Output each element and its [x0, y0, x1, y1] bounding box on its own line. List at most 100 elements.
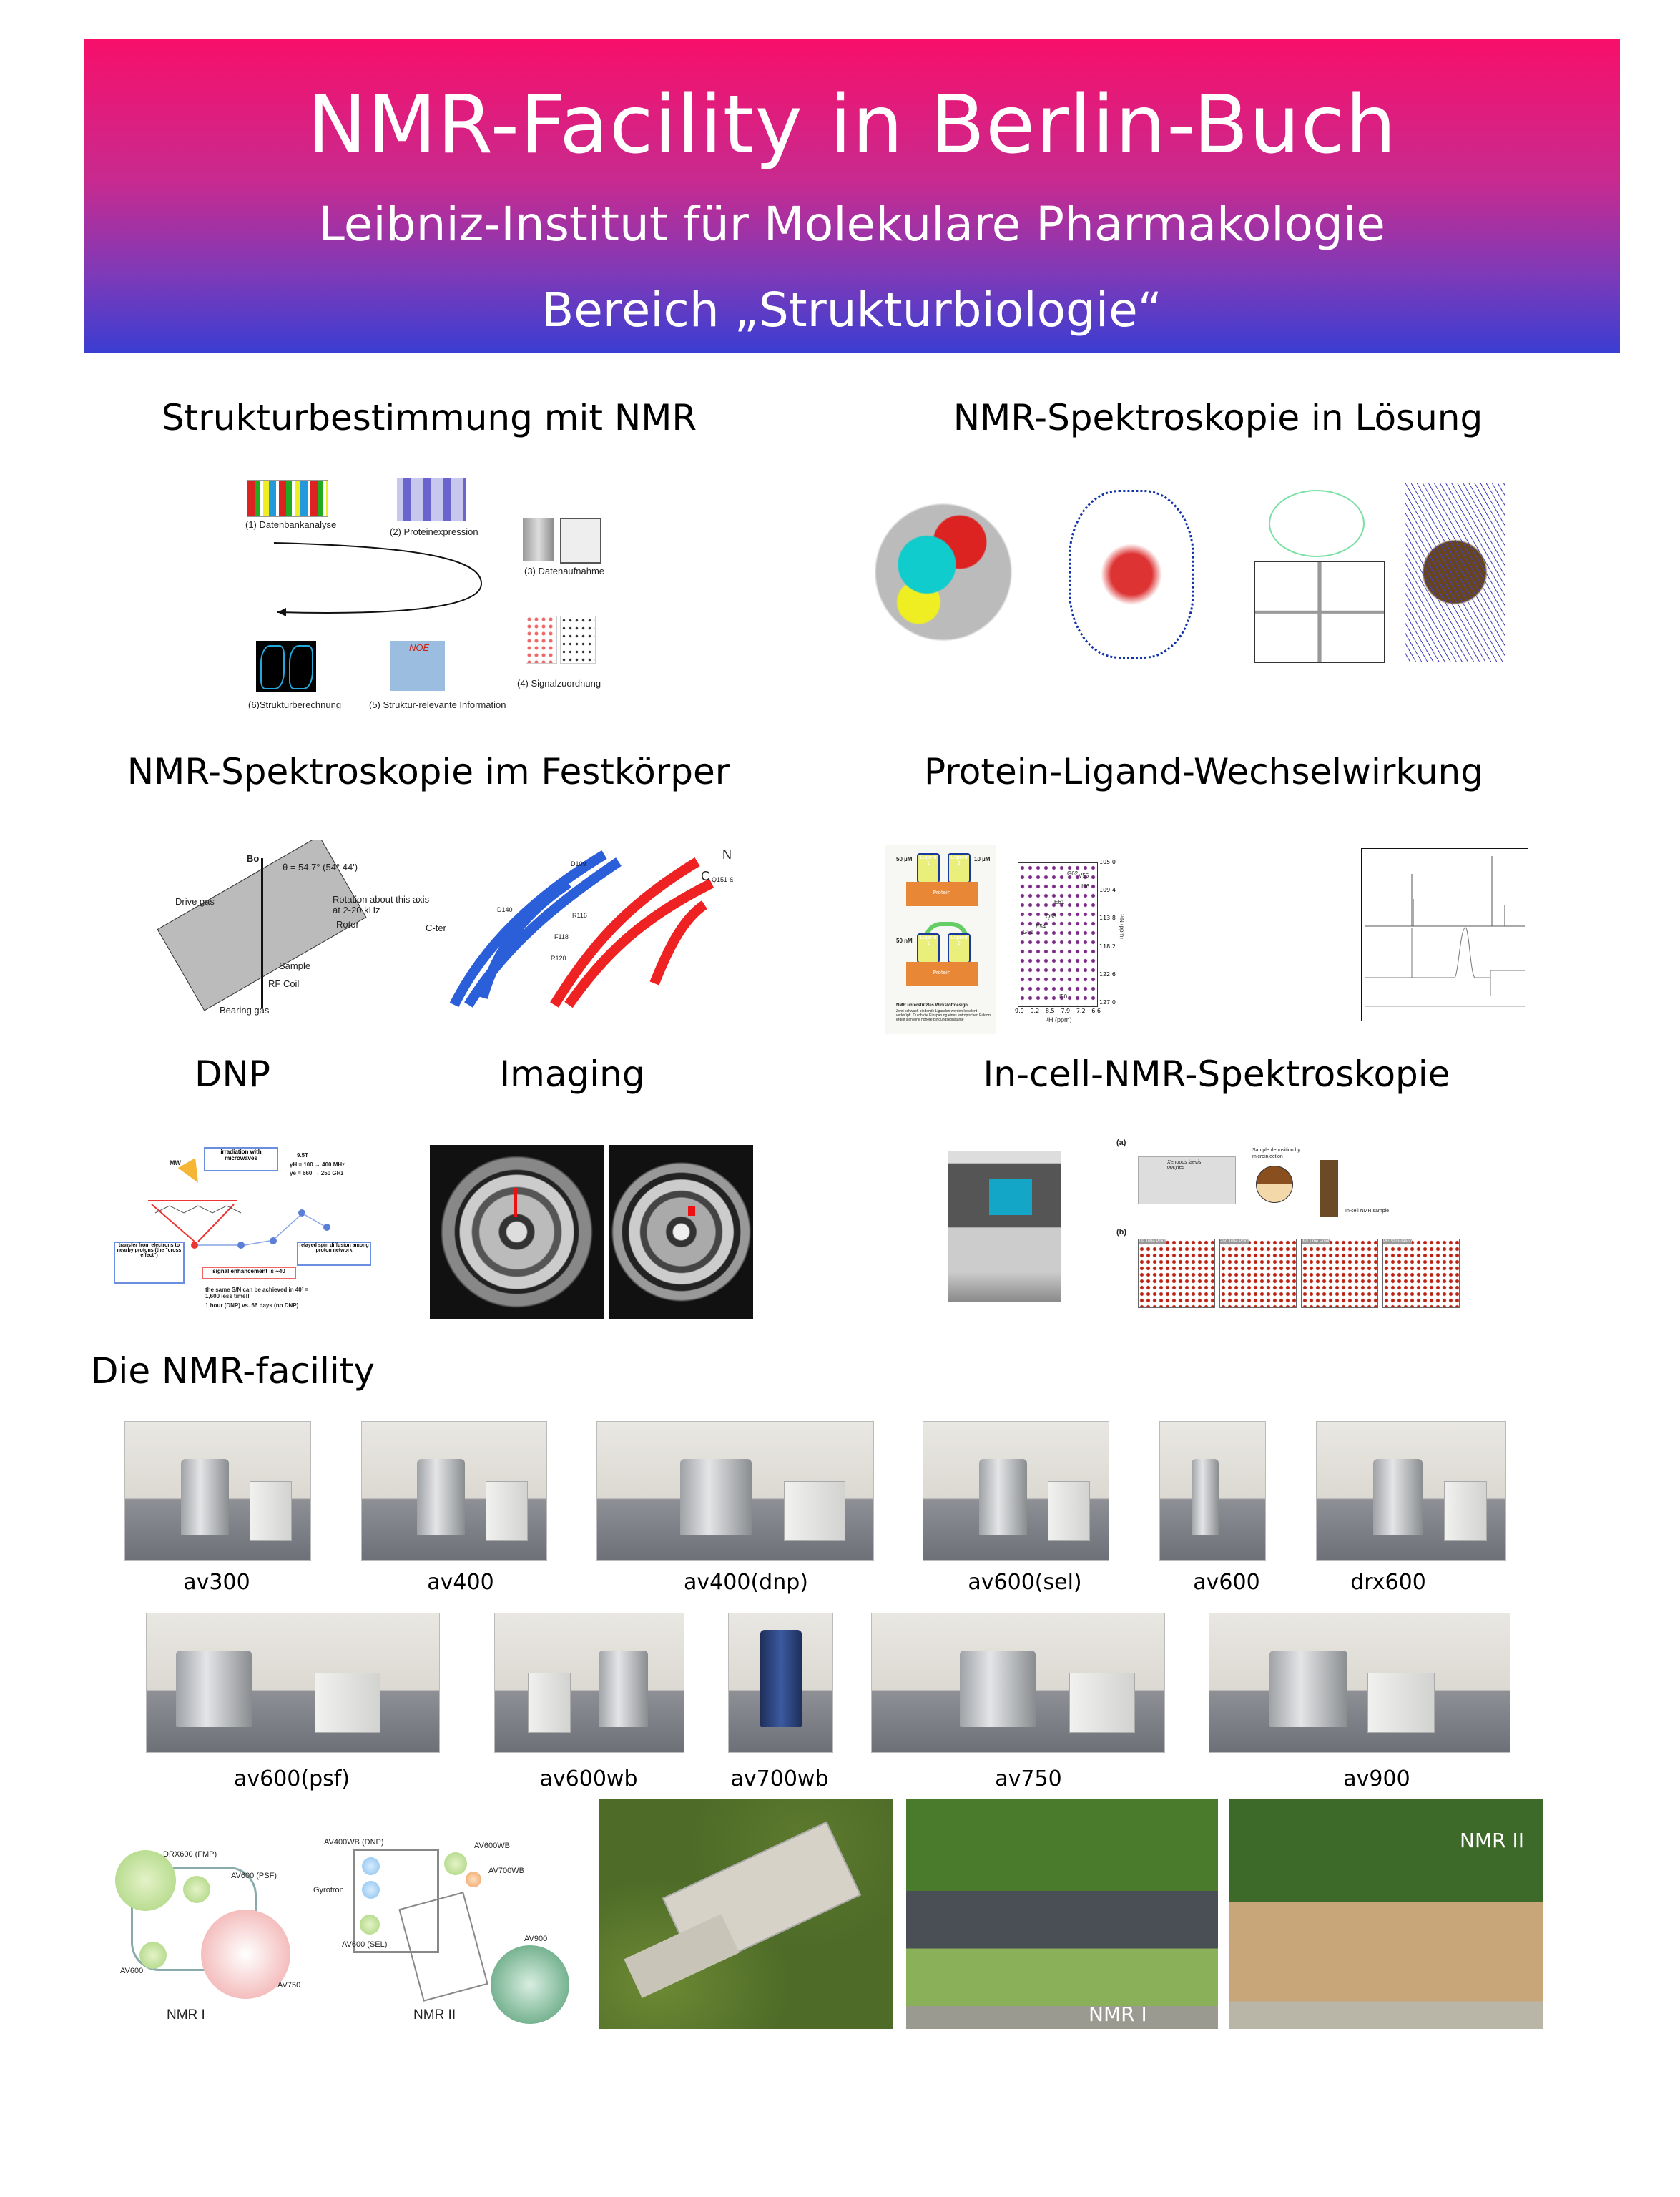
photo-av600sel	[923, 1421, 1109, 1561]
diagram-label: R116	[572, 912, 587, 919]
poster-header: NMR-Facility in Berlin-Buch Leibniz-Inst…	[84, 39, 1620, 353]
tick-label: 8.5	[1045, 1008, 1055, 1014]
magnet-zone	[491, 1945, 569, 2024]
step-label: (3) Datenaufnahme	[524, 566, 605, 576]
structure-stereo-image	[256, 641, 316, 692]
deposition-label: Sample deposition by microinjection	[1252, 1148, 1300, 1159]
oocyte-diagram	[1256, 1166, 1293, 1203]
section-title-incell: In-cell-NMR-Spektroskopie	[983, 1053, 1450, 1095]
plan-label: AV600 (PSF)	[231, 1872, 277, 1880]
diagram-label: Drive gas	[175, 896, 215, 907]
hsqc-spectrum: G62 V55 I56 E61 Q53 E54 G51 I50	[1018, 862, 1098, 1007]
solid-state-figures: Bo θ = 54.7° (54° 44') Drive gas Rotatio…	[154, 840, 733, 1023]
molecule-image	[1269, 490, 1365, 557]
transfer-box: transfer from electrons to nearby proton…	[114, 1242, 185, 1284]
diagram-label: Sample	[279, 960, 311, 971]
dnp-note: 1 hour (DNP) vs. 66 days (no DNP)	[205, 1302, 299, 1309]
photo-av400dnp	[596, 1421, 874, 1561]
label-av400dnp: av400(dnp)	[684, 1570, 808, 1595]
photo-av600wb	[494, 1613, 684, 1753]
protein-backbone-image	[1069, 490, 1194, 659]
concentration-label: 50 nM	[896, 938, 913, 944]
timepoint-label: 2nd Time Point	[1220, 1239, 1249, 1244]
section-title-solid: NMR-Spektroskopie im Festkörper	[127, 751, 730, 792]
label-av600: av600	[1193, 1570, 1260, 1595]
section-title-ligand: Protein-Ligand-Wechselwirkung	[924, 751, 1483, 792]
institute-name: Leibniz-Institut für Molekulare Pharmako…	[318, 197, 1385, 252]
plan-label: AV400WB (DNP)	[324, 1838, 384, 1847]
protein-ribbon-image	[861, 497, 1026, 647]
floor-plans: DRX600 (FMP) AV600 (PSF) AV600 AV750 NMR…	[109, 1820, 596, 2028]
ligand-2: Ligand 2	[948, 853, 971, 883]
diagram-label: Q151-Stop	[712, 876, 733, 883]
photo-av300	[124, 1421, 311, 1561]
concentration-label: 50 µM	[896, 856, 913, 862]
photo-av700wb	[728, 1613, 833, 1753]
peak-label: Q53	[1046, 913, 1057, 920]
peak-label: G51	[1023, 929, 1034, 935]
dnp-diagram: irradiation with microwaves MW 9.5T γH =…	[112, 1141, 391, 1313]
ligand-design-diagram: 50 µM 10 µM Ligand 1 Ligand 2 Protein 50…	[885, 845, 996, 1034]
section-title-imaging: Imaging	[499, 1053, 645, 1095]
enhancement-box: signal enhancement is ~40	[202, 1267, 296, 1279]
diagram-label: D109	[571, 860, 586, 868]
step-label: (1) Datenbankanalyse	[245, 519, 337, 530]
noe-label: NOE	[409, 642, 430, 653]
magnet-zone	[115, 1850, 176, 1911]
incell-figure: (a) Xenopus laevis oocytes Sample deposi…	[1113, 1131, 1463, 1317]
diagram-label: C-ter	[426, 923, 446, 933]
label-av300: av300	[183, 1570, 250, 1595]
ligand-1: Ligand 1	[917, 853, 940, 883]
label-av600sel: av600(sel)	[968, 1570, 1082, 1595]
tick-label: 9.9	[1015, 1008, 1024, 1014]
plan-label: AV900	[524, 1935, 548, 1943]
peak-label: V55	[1079, 873, 1089, 879]
plan-label: AV750	[277, 1981, 301, 1990]
plan-label: AV600	[120, 1967, 144, 1975]
structure-ensemble-image	[1405, 483, 1505, 662]
photo-av900	[1209, 1613, 1510, 1753]
sequence-alignment-image	[247, 480, 328, 517]
magnet-zone	[362, 1881, 380, 1899]
peak-label: I50	[1059, 993, 1068, 1000]
timepoint-label: 3rd Time Point	[1302, 1239, 1330, 1244]
tick-label: 118.2	[1099, 943, 1116, 950]
relay-box: relayed spin diffusion among proton netw…	[297, 1242, 371, 1266]
nmr1-building-photo: NMR I	[906, 1799, 1218, 2029]
plan-label: Gyrotron	[313, 1886, 344, 1894]
diagram-label: R120	[551, 955, 566, 962]
protein-block: Protein	[906, 882, 978, 906]
section-title-solution: NMR-Spektroskopie in Lösung	[953, 397, 1483, 438]
label-av900: av900	[1343, 1766, 1410, 1791]
diagram-label: Bo	[247, 853, 260, 864]
timepoint-label: PG Stimulation	[1383, 1239, 1413, 1244]
dnp-note: the same S/N can be achieved in 40² = 1,…	[205, 1287, 309, 1299]
photo-av600psf	[146, 1613, 440, 1753]
peak-label: G62	[1067, 870, 1079, 877]
aerial-photo	[599, 1799, 893, 2029]
spectrum-image	[526, 616, 557, 664]
photo-av750	[871, 1613, 1165, 1753]
step-label: (2) Proteinexpression	[390, 526, 478, 537]
frequency-label: γe = 660 → 250 GHz	[290, 1170, 344, 1176]
noe-diagram: NOE	[390, 641, 445, 691]
protein-ligand-figures: 50 µM 10 µM Ligand 1 Ligand 2 Protein 50…	[882, 837, 1529, 1034]
peak-label: E54	[1036, 923, 1046, 930]
correlation-image	[560, 616, 596, 664]
step-label: (5) Struktur-relevante Information	[369, 699, 506, 709]
gel-image	[397, 478, 466, 521]
magnet-image	[523, 518, 554, 561]
section-title-facility: Die NMR-facility	[91, 1350, 375, 1392]
ligand-2: Ligand 2	[948, 933, 971, 963]
magnet-zone	[444, 1852, 467, 1875]
magnet-zone	[466, 1872, 481, 1887]
diagram-label: RF Coil	[268, 978, 300, 989]
plan-label: AV700WB	[488, 1867, 524, 1875]
hmbc-spectrum-image	[1254, 561, 1385, 663]
panel-label: (b)	[1116, 1228, 1127, 1237]
diagram-label: Rotation about this axis at 2-20 kHz	[333, 894, 430, 915]
incell-setup-photo	[948, 1151, 1061, 1302]
console-image	[560, 518, 601, 564]
